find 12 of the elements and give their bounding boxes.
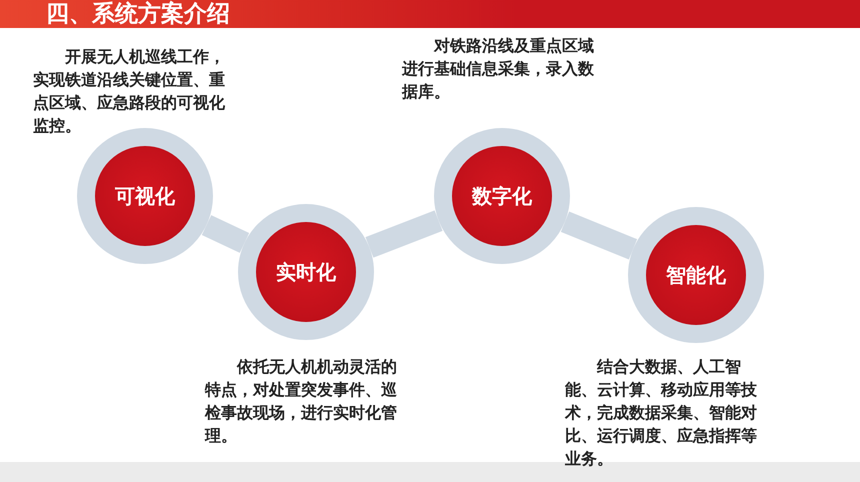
connector-bar [202,215,250,253]
page-title: 四、系统方案介绍 [46,0,230,28]
description-text: 开展无人机巡线工作，实现铁道沿线关键位置、重点区域、应急路段的可视化监控。 [33,46,226,137]
description-text: 对铁路沿线及重点区域进行基础信息采集，录入数据库。 [402,35,595,103]
node-label: 可视化 [115,182,175,210]
description-text: 依托无人机机动灵活的特点，对处置突发事件、巡检事故现场，进行实时化管理。 [205,356,398,447]
node-label: 数字化 [472,182,532,210]
node-label: 智能化 [666,262,726,288]
connector-bar [560,211,638,260]
description-text: 结合大数据、人工智能、云计算、移动应用等技术，完成数据采集、智能对比、运行调度、应急指挥等业务。 [565,356,758,470]
connector-bar [365,210,443,258]
node-label: 实时化 [276,258,336,286]
